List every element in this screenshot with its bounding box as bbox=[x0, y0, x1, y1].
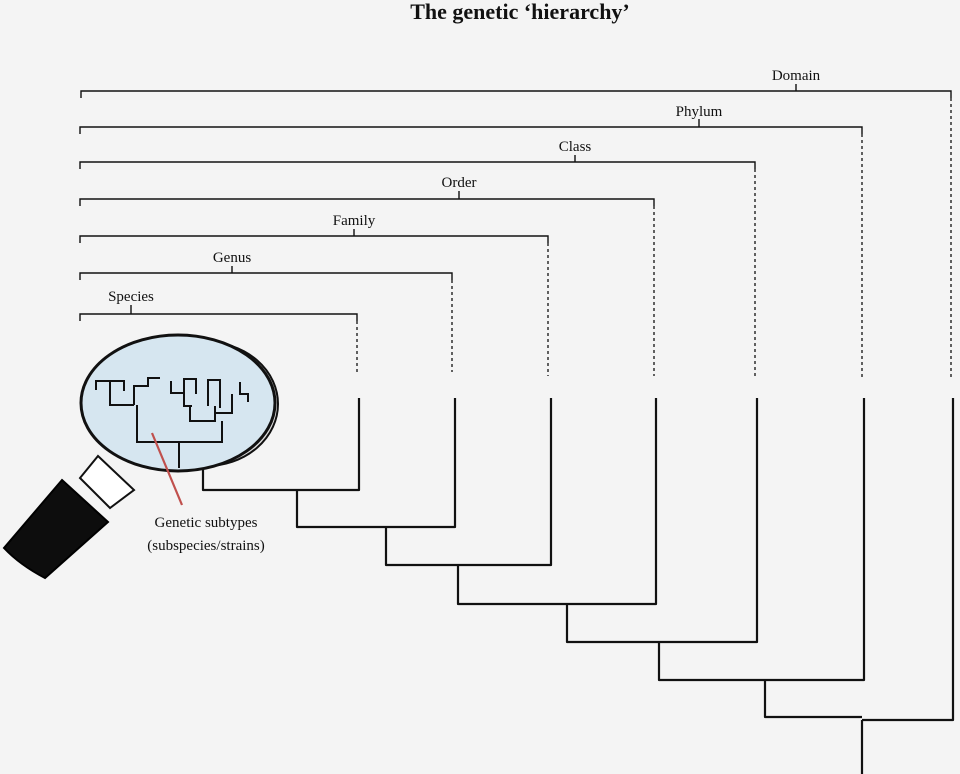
rank-bracket-class: Class bbox=[79, 139, 756, 169]
rank-label-species: Species bbox=[108, 289, 154, 305]
dashed-connectors bbox=[356, 98, 952, 380]
diagram-title: The genetic ‘hierarchy’ bbox=[410, 0, 630, 24]
rank-label-genus: Genus bbox=[213, 250, 251, 266]
rank-label-domain: Domain bbox=[772, 68, 821, 84]
callout-label-line2: (subspecies/strains) bbox=[147, 538, 264, 554]
rank-bracket-phylum: Phylum bbox=[79, 104, 863, 134]
rank-bracket-family: Family bbox=[79, 213, 549, 243]
rank-label-class: Class bbox=[559, 139, 592, 155]
rank-bracket-species: Species bbox=[79, 289, 358, 321]
magnifier-handle bbox=[2, 478, 110, 580]
magnifier-lens bbox=[79, 333, 277, 473]
callout-pointer-line bbox=[150, 432, 184, 506]
magnifying-glass-icon bbox=[2, 333, 279, 580]
callout-label-line1: Genetic subtypes bbox=[155, 515, 258, 531]
rank-label-phylum: Phylum bbox=[676, 104, 723, 120]
phylogenetic-tree bbox=[201, 398, 955, 774]
rank-bracket-domain: Domain bbox=[80, 68, 952, 98]
rank-label-family: Family bbox=[333, 213, 376, 229]
rank-bracket-genus: Genus bbox=[79, 250, 453, 280]
lens-mini-tree bbox=[95, 377, 249, 468]
rank-bracket-order: Order bbox=[79, 175, 655, 206]
rank-label-order: Order bbox=[442, 175, 477, 191]
magnifier-neck bbox=[78, 454, 136, 510]
